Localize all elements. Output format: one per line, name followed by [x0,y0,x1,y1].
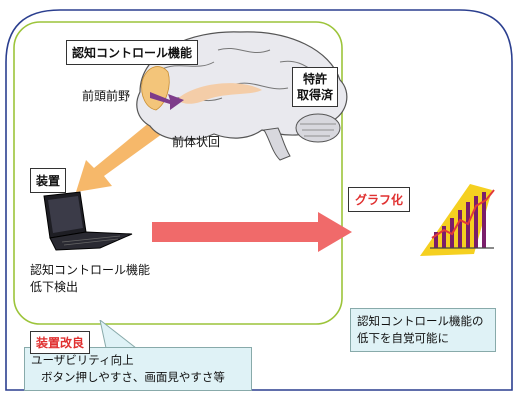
patent-label: 特許 取得済 [292,67,339,108]
prefrontal-label: 前頭前野 [82,89,131,103]
inner-frame [13,21,343,325]
detection-line-2: 低下検出 [30,280,79,295]
improvement-note: ユーザビリティ向上 ボタン押しやすさ、画面見やすさ等 [24,347,252,391]
graph-label: グラフ化 [348,187,411,212]
awareness-line-2: 低下を自覚可能に [357,330,449,345]
red-arrow [152,212,352,252]
laptop-illustration [43,191,133,251]
awareness-note: 認知コントロール機能の 低下を自覚可能に [350,308,496,352]
usability-line-1: ユーザビリティ向上 [31,353,134,367]
graph-illustration [420,184,495,256]
usability-line-2: ボタン押しやすさ、画面見やすさ等 [41,369,225,384]
anterior-cingulate-label: 前体状回 [172,135,221,149]
device-label: 装置 [30,168,67,193]
awareness-line-1: 認知コントロール機能の [357,314,484,328]
detection-line-1: 認知コントロール機能 [30,263,151,277]
patent-line-1: 特許 [303,72,328,86]
chart-line [431,189,495,239]
cognitive-control-label: 認知コントロール機能 [66,40,199,65]
detection-text: 認知コントロール機能 低下検出 [30,262,150,297]
orange-arrow [76,122,162,192]
outer-frame [5,9,513,391]
improvement-label: 装置改良 [30,331,91,354]
patent-line-2: 取得済 [297,88,334,103]
